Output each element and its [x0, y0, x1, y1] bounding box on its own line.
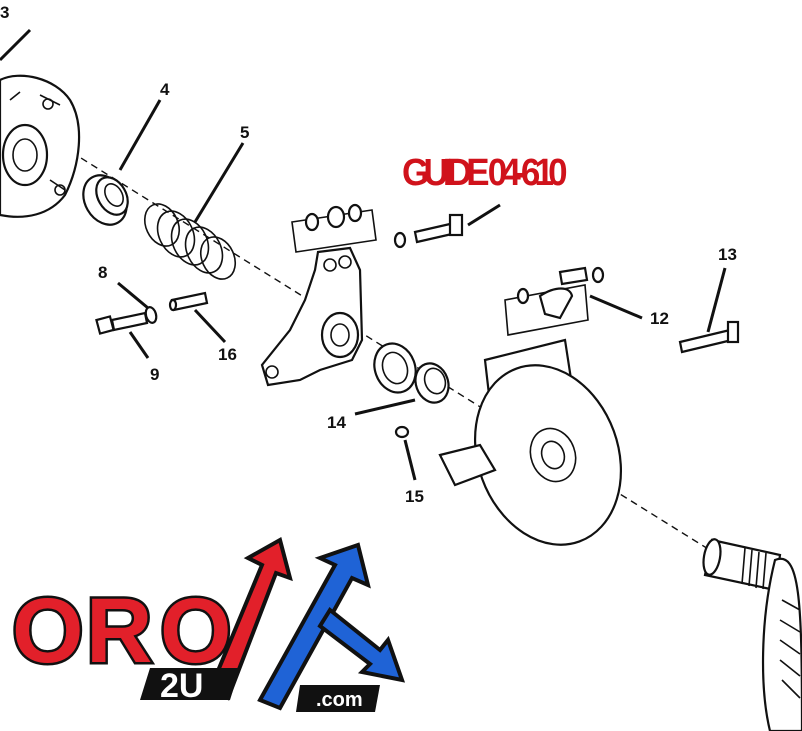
- callout-15: 15: [405, 487, 424, 506]
- logo-blue-arrow-tail-icon: [317, 607, 406, 683]
- shaft-assembly: [702, 538, 802, 731]
- callout-14: 14: [327, 413, 346, 432]
- logo-com-badge: [296, 685, 380, 712]
- main-axis-line: [19, 119, 791, 601]
- logo-com-text: .com: [316, 689, 363, 711]
- oro2u-logo: O R O 2U .com: [10, 536, 406, 712]
- callout-4: 4: [160, 80, 170, 99]
- guide-title: GUIDE 04-610: [402, 151, 568, 194]
- callout-8: 8: [98, 263, 107, 282]
- bracket-pin-group: [291, 203, 377, 253]
- part-4-bearing: [82, 174, 129, 226]
- callout-9: 9: [150, 365, 159, 384]
- logo-2u-badge: [140, 668, 240, 700]
- callout-13: 13: [718, 245, 737, 264]
- part-12-clip-group: [504, 266, 605, 336]
- part-3-housing: [0, 74, 81, 218]
- part-9-bolt: [95, 311, 149, 335]
- callout-5: 5: [240, 123, 249, 142]
- part-15-nut: [394, 425, 410, 439]
- part-13-bolt: [678, 320, 740, 354]
- leader-lines: [0, 28, 727, 481]
- callout-3: 3: [0, 3, 9, 22]
- logo-blue-arrow-icon: [257, 542, 371, 711]
- callout-12: 12: [650, 309, 669, 328]
- bracket-arm: [260, 246, 364, 387]
- sheave-disc: [438, 338, 623, 546]
- part-14-seal: [373, 342, 450, 404]
- logo-letter-r: R: [86, 580, 152, 682]
- part-8-washer: [144, 306, 158, 324]
- logo-letter-o2: O: [160, 580, 232, 682]
- part-5-spring: [143, 203, 237, 280]
- part-16-pin: [168, 291, 209, 312]
- logo-2u-text: 2U: [160, 667, 203, 705]
- long-bolt: [393, 213, 464, 249]
- callout-16: 16: [218, 345, 237, 364]
- logo-letter-o1: O: [12, 580, 84, 682]
